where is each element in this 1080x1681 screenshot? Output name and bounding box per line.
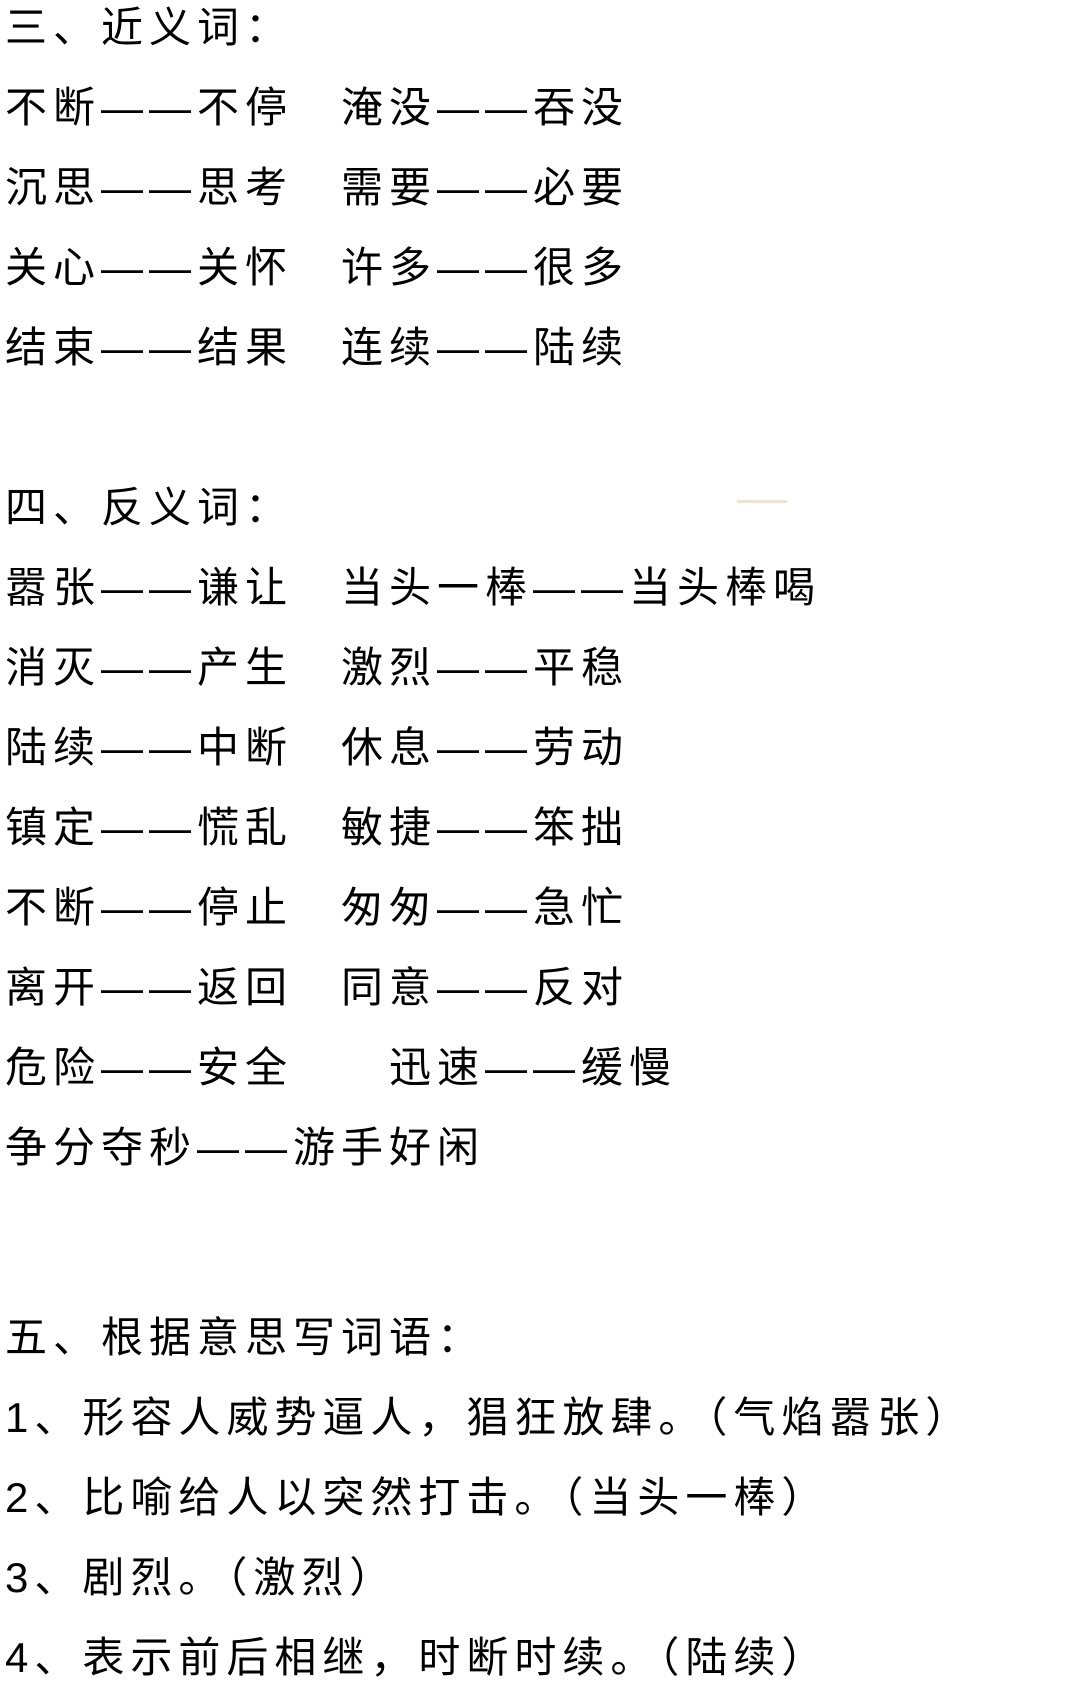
definition-item-line: 1、形容人威势逼人，猖狂放肆。（气焰嚣张）	[5, 1394, 974, 1441]
antonym-pair-line: 争分夺秒——游手好闲	[5, 1124, 486, 1171]
section-synonyms: 三、近义词： 不断——不停 淹没——吞没 沉思——思考 需要——必要 关心——关…	[5, 0, 1080, 388]
definitions-heading: 五、根据意思写词语：	[5, 1314, 486, 1361]
synonym-pair-line: 关心——关怀 许多——很多	[5, 244, 630, 291]
antonym-pair-line: 危险——安全 迅速——缓慢	[5, 1044, 678, 1091]
section-antonyms: 四、反义词： 嚣张——谦让 当头一棒——当头棒喝 消灭——产生 激烈——平稳 陆…	[5, 468, 1080, 1188]
synonym-pair-line: 沉思——思考 需要——必要	[5, 164, 630, 211]
antonym-pair-line: 镇定——慌乱 敏捷——笨拙	[5, 804, 630, 851]
synonym-pair-line: 结束——结果 连续——陆续	[5, 324, 630, 371]
definition-item-line: 2、比喻给人以突然打击。（当头一棒）	[5, 1474, 830, 1521]
antonym-pair-line: 不断——停止 匆匆——急忙	[5, 884, 630, 931]
antonym-pair-line: 嚣张——谦让 当头一棒——当头棒喝	[5, 564, 822, 611]
definition-item-line: 3、剧烈。（激烈）	[5, 1554, 398, 1601]
section-definitions: 五、根据意思写词语： 1、形容人威势逼人，猖狂放肆。（气焰嚣张） 2、比喻给人以…	[5, 1298, 1080, 1681]
antonym-pair-line: 消灭——产生 激烈——平稳	[5, 644, 630, 691]
antonym-pair-line: 陆续——中断 休息——劳动	[5, 724, 630, 771]
synonyms-heading: 三、近义词：	[5, 4, 294, 51]
synonym-pair-line: 不断——不停 淹没——吞没	[5, 84, 630, 131]
definition-item-line: 4、表示前后相继，时断时续。（陆续）	[5, 1634, 830, 1681]
antonym-pair-line: 离开——返回 同意——反对	[5, 964, 630, 1011]
scan-artifact	[737, 500, 787, 503]
antonyms-heading: 四、反义词：	[5, 484, 294, 531]
